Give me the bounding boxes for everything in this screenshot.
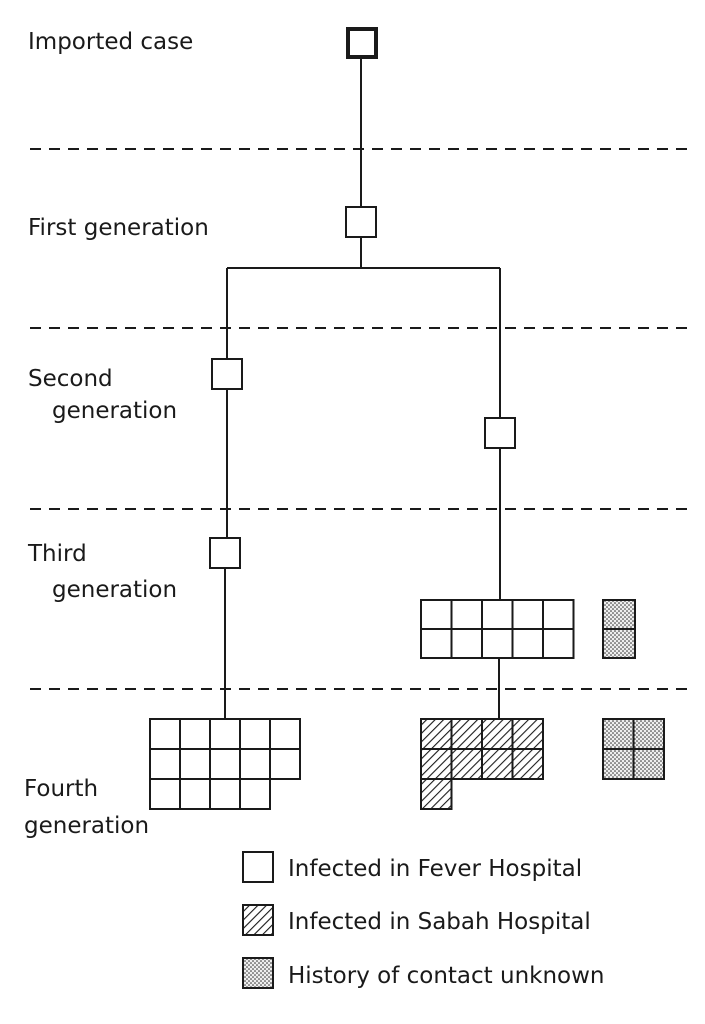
case-clusters — [149, 599, 665, 810]
label-second-generation-line2: generation — [52, 398, 177, 424]
case-second-generation-right — [484, 417, 516, 449]
case-cell-fourth-generation-fever — [209, 718, 241, 750]
case-cell-fourth-generation-fever — [209, 748, 241, 780]
label-imported-case: Imported case — [28, 29, 193, 55]
legend-label-unknown: History of contact unknown — [288, 963, 605, 989]
case-cell-third-generation-fever — [542, 628, 575, 659]
label-third-generation-line1: Third — [27, 541, 87, 567]
case-cell-third-generation-fever — [481, 599, 514, 630]
legend-label-sabah: Infected in Sabah Hospital — [288, 909, 591, 935]
case-cell-third-generation-fever — [511, 628, 544, 659]
case-imported — [346, 27, 378, 59]
label-fourth-generation-line2: generation — [24, 813, 149, 839]
case-cell-fourth-generation-sabah — [420, 748, 453, 780]
legend-swatch-fever — [242, 851, 274, 883]
case-cell-third-generation-unknown — [602, 599, 636, 630]
case-cell-fourth-generation-sabah — [450, 718, 483, 750]
case-cell-third-generation-fever — [511, 599, 544, 630]
case-cell-third-generation-unknown — [602, 628, 636, 659]
case-cell-fourth-generation-fever — [179, 748, 211, 780]
label-second-generation-line1: Second — [28, 366, 113, 392]
case-cell-fourth-generation-unknown — [632, 718, 665, 750]
case-cell-fourth-generation-fever — [179, 718, 211, 750]
case-cell-third-generation-fever — [420, 628, 453, 659]
case-second-generation-left — [211, 358, 243, 390]
case-cell-fourth-generation-sabah — [420, 718, 453, 750]
case-cell-fourth-generation-sabah — [420, 778, 453, 810]
case-cell-third-generation-fever — [450, 599, 483, 630]
case-cell-third-generation-fever — [420, 599, 453, 630]
case-cell-fourth-generation-fever — [239, 748, 271, 780]
case-cell-fourth-generation-fever — [269, 748, 301, 780]
label-third-generation-line2: generation — [52, 577, 177, 603]
legend-label-fever: Infected in Fever Hospital — [288, 856, 582, 882]
case-cell-fourth-generation-sabah — [481, 718, 514, 750]
case-cell-fourth-generation-fever — [149, 718, 181, 750]
case-cell-third-generation-fever — [542, 599, 575, 630]
legend: Infected in Fever Hospital Infected in S… — [242, 851, 605, 989]
legend-swatch-sabah — [242, 904, 274, 936]
case-cell-fourth-generation-unknown — [602, 748, 635, 780]
case-first-generation — [345, 206, 377, 238]
case-cell-fourth-generation-sabah — [511, 748, 544, 780]
case-cell-fourth-generation-fever — [239, 778, 271, 810]
case-cell-fourth-generation-fever — [209, 778, 241, 810]
case-third-generation-left — [209, 537, 241, 569]
case-cell-fourth-generation-fever — [149, 778, 181, 810]
legend-swatch-unknown — [242, 957, 274, 989]
case-cell-fourth-generation-sabah — [450, 748, 483, 780]
case-cell-third-generation-fever — [450, 628, 483, 659]
case-cell-third-generation-fever — [481, 628, 514, 659]
case-cell-fourth-generation-fever — [269, 718, 301, 750]
case-cell-fourth-generation-unknown — [602, 718, 635, 750]
case-cell-fourth-generation-fever — [239, 718, 271, 750]
label-first-generation: First generation — [28, 215, 209, 241]
case-cell-fourth-generation-unknown — [632, 748, 665, 780]
case-cell-fourth-generation-fever — [179, 778, 211, 810]
case-cell-fourth-generation-sabah — [481, 748, 514, 780]
label-fourth-generation-line1: Fourth — [24, 776, 98, 802]
case-cell-fourth-generation-sabah — [511, 718, 544, 750]
case-cell-fourth-generation-fever — [149, 748, 181, 780]
